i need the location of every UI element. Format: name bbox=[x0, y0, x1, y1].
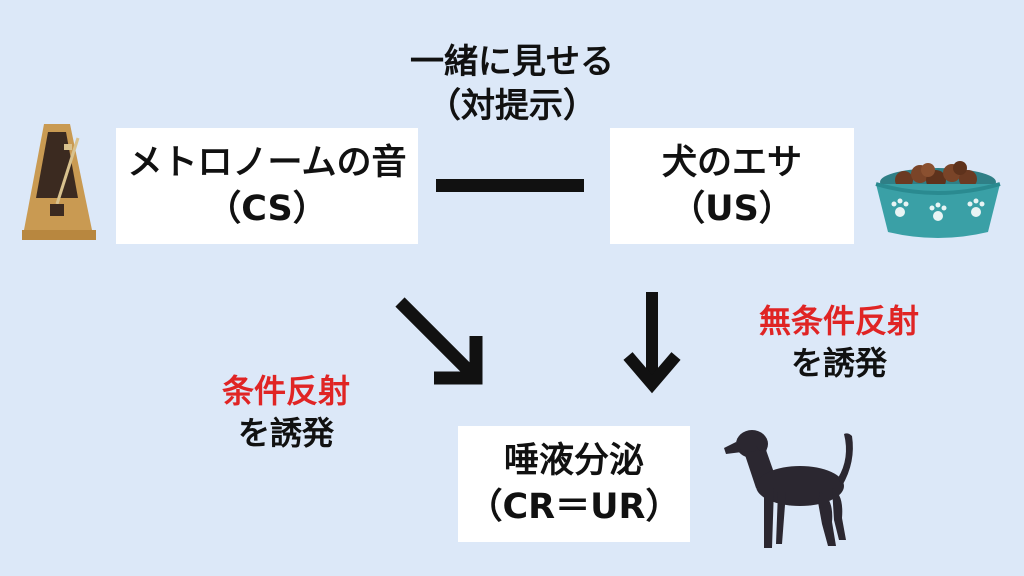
conditioned-reflex-title: 条件反射 bbox=[221, 372, 350, 410]
pairing-caption-line2: （対提示） bbox=[427, 86, 597, 126]
us-box: 犬のエサ （US） bbox=[610, 128, 854, 244]
response-box-line2: （CR＝UR） bbox=[467, 487, 681, 527]
us-box-line2: （US） bbox=[670, 189, 794, 229]
pairing-caption: 一緒に見せる （対提示） bbox=[362, 40, 662, 128]
cs-box-line1: メトロノームの音 bbox=[127, 143, 407, 183]
dog-icon bbox=[724, 430, 853, 548]
unconditioned-reflex-sub: を誘発 bbox=[790, 344, 887, 382]
response-box-line1: 唾液分泌 bbox=[503, 441, 644, 481]
pairing-line bbox=[436, 179, 584, 192]
dog-food-bowl-icon bbox=[875, 161, 1001, 238]
cs-box-line2: （CS） bbox=[206, 189, 328, 229]
conditioned-reflex-label: 条件反射 を誘発 bbox=[196, 370, 376, 454]
response-box: 唾液分泌 （CR＝UR） bbox=[458, 426, 690, 542]
pairing-caption-line1: 一緒に見せる bbox=[410, 42, 614, 82]
unconditioned-reflex-title: 無条件反射 bbox=[758, 302, 919, 340]
cs-box: メトロノームの音 （CS） bbox=[116, 128, 418, 244]
unconditioned-reflex-label: 無条件反射 を誘発 bbox=[734, 300, 944, 384]
conditioned-reflex-sub: を誘発 bbox=[237, 414, 334, 452]
diagonal-arrow-icon bbox=[395, 297, 483, 385]
metronome-icon bbox=[22, 124, 96, 240]
us-box-line1: 犬のエサ bbox=[661, 143, 802, 183]
down-arrow-icon bbox=[623, 292, 681, 394]
